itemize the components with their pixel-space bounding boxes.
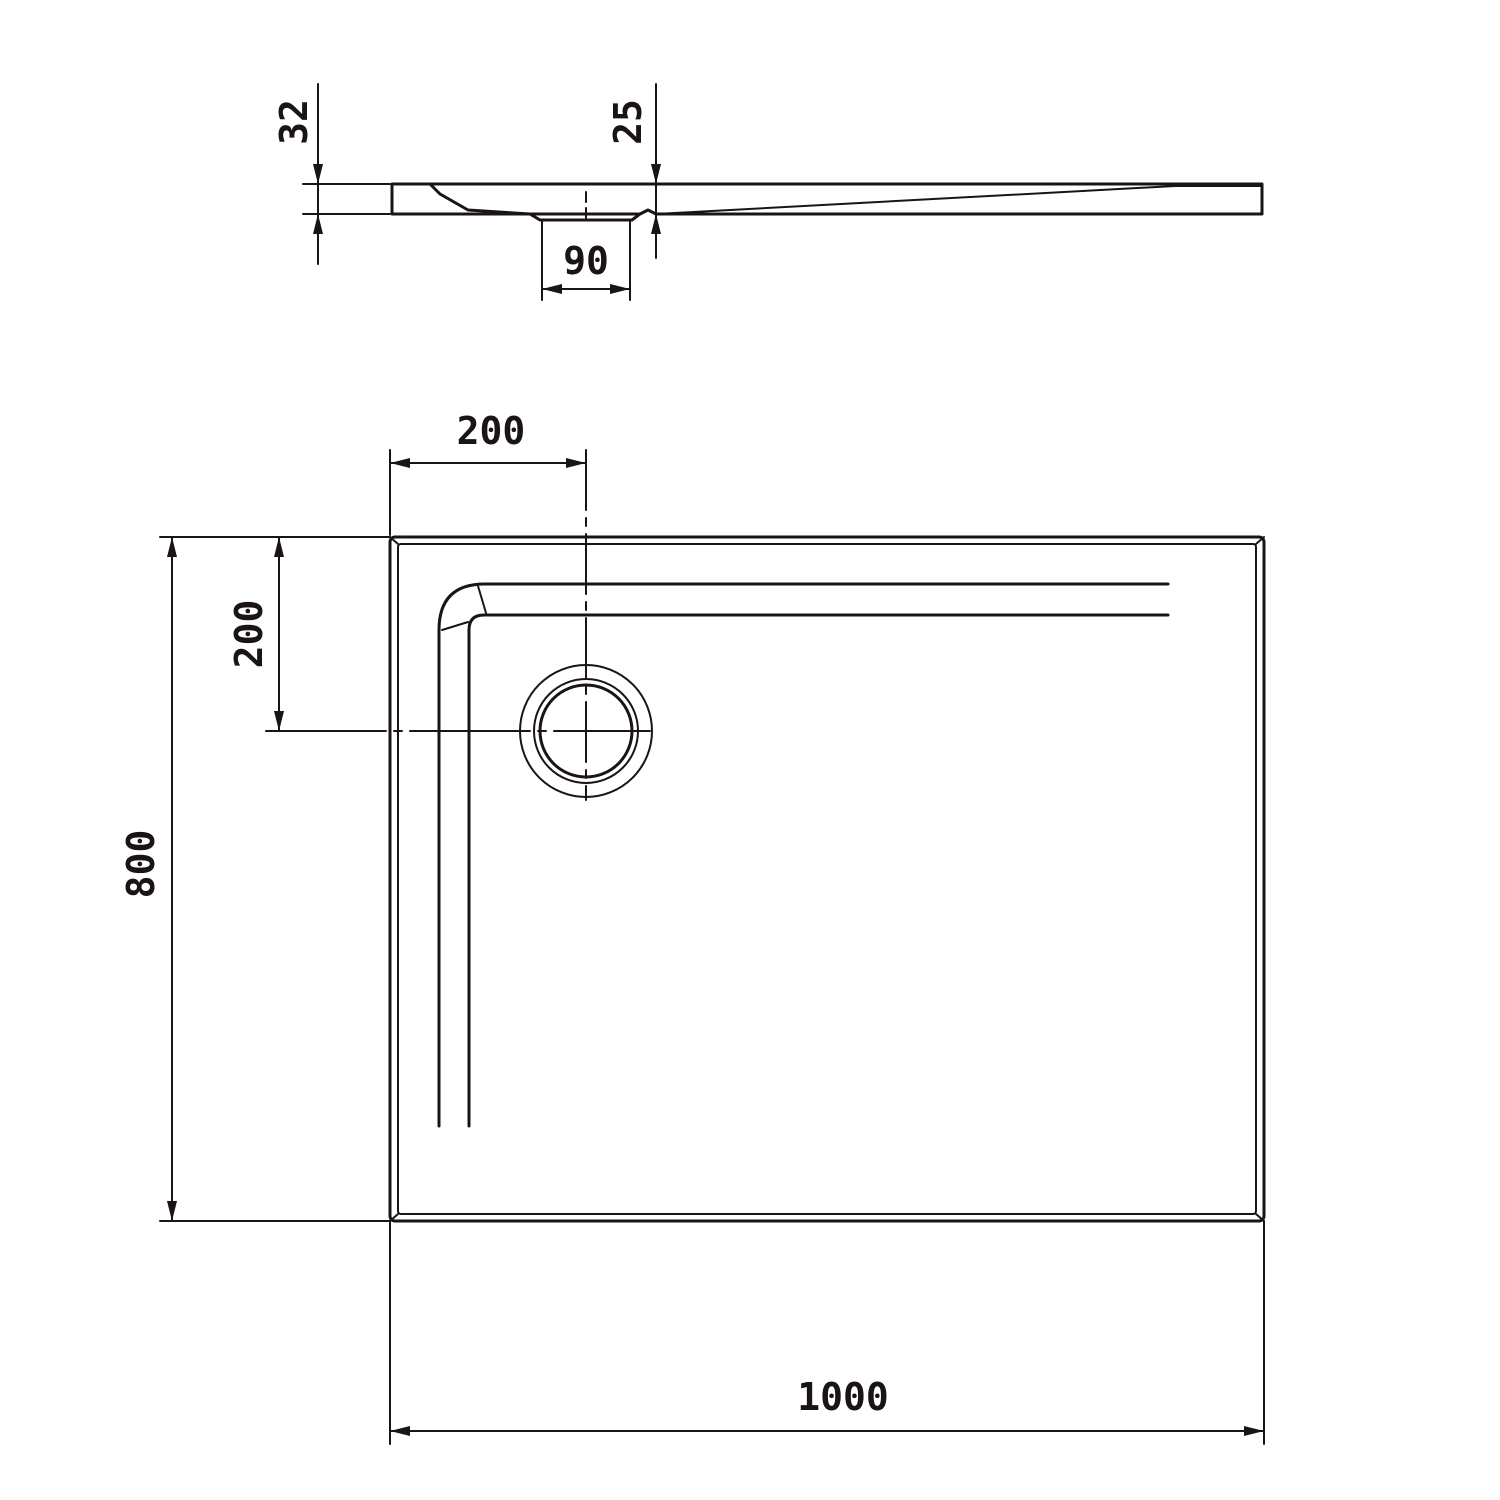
dim-800-arrow-top: [167, 537, 177, 557]
dim-32-arrow-top: [313, 164, 323, 184]
dim-25-arrow-top: [651, 164, 661, 184]
dim-1000-arrow-left: [390, 1426, 410, 1436]
dim-200x-arrow-left: [390, 458, 410, 468]
dim-1000-label: 1000: [797, 1375, 889, 1419]
dim-90-arrow-left: [542, 284, 562, 294]
groove-corner-joint-a: [477, 585, 487, 614]
tray-corner-tl: [389, 536, 399, 545]
tray-inner-edge: [397, 543, 1257, 1215]
tray-corner-br: [1255, 1213, 1265, 1222]
dim-800-arrow-bottom: [167, 1201, 177, 1221]
side-profile-outline: [390, 182, 1264, 222]
groove-corner-joint-b: [441, 621, 469, 631]
dim-32-arrow-bottom: [313, 214, 323, 234]
dim-32-label: 32: [272, 99, 316, 145]
groove-outer: [437, 582, 1170, 1128]
dim-200y-arrow-top: [274, 537, 284, 557]
dim-200x-label: 200: [457, 409, 526, 453]
dim-25-arrow-bottom: [651, 214, 661, 234]
dim-200x-arrow-right: [566, 458, 586, 468]
dim-200y-label: 200: [227, 600, 271, 669]
tray-corner-tr: [1255, 536, 1265, 545]
side-slope-line: [655, 185, 1263, 215]
tray-corner-bl: [389, 1213, 399, 1222]
tray-outer-edge: [388, 535, 1266, 1223]
dim-1000-arrow-right: [1244, 1426, 1264, 1436]
dim-90-arrow-right: [610, 284, 630, 294]
groove-inner: [467, 613, 1170, 1128]
dim-25-label: 25: [606, 99, 650, 145]
dim-200y-arrow-bottom: [274, 711, 284, 731]
side-view: 32 25 90: [272, 83, 1264, 301]
plan-view: 200 200 800 1000: [119, 409, 1266, 1445]
dim-800-label: 800: [119, 830, 163, 899]
dim-90-label: 90: [563, 239, 609, 283]
